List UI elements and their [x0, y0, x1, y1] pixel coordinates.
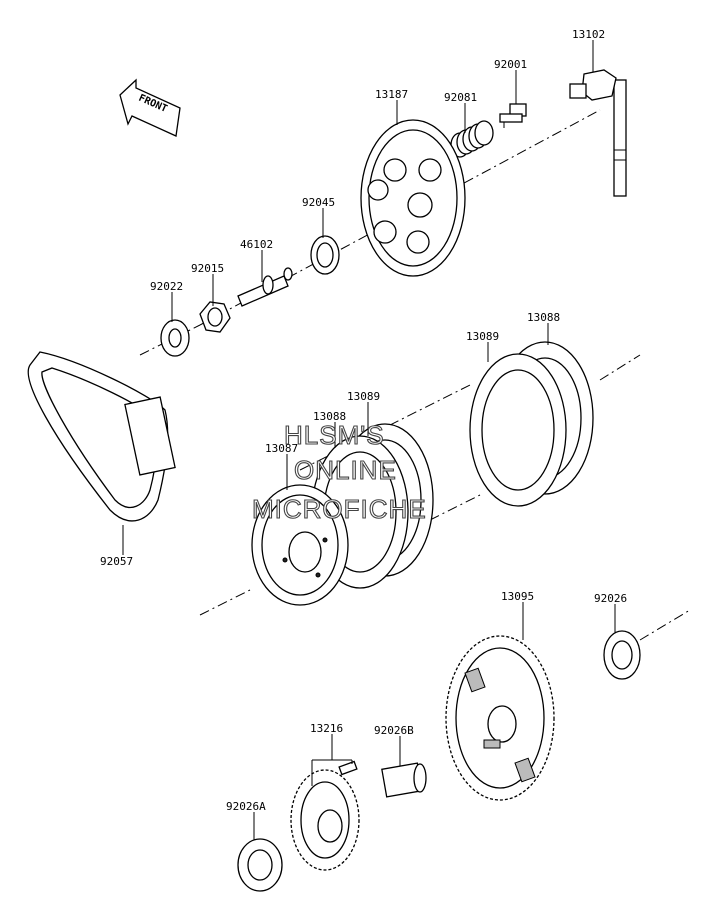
- steel-plate-13089-right: [469, 353, 567, 507]
- bearing-92045: [310, 235, 340, 275]
- callout-13095: 13095: [501, 590, 534, 603]
- callout-92022: 92022: [150, 280, 183, 293]
- spring-92081: [450, 120, 494, 158]
- push-rod-46102: [237, 267, 293, 307]
- callout-92045: 92045: [302, 196, 335, 209]
- clutch-hub-13087: [251, 484, 349, 606]
- callout-92015: 92015: [191, 262, 224, 275]
- watermark-line-3: MICROFICHE: [252, 494, 427, 524]
- callout-46102: 46102: [240, 238, 273, 251]
- clutch-housing-13095: [445, 635, 555, 801]
- callout-13088-right: 13088: [527, 311, 560, 324]
- callout-13088-left: 13088: [313, 410, 346, 423]
- callout-92026: 92026: [594, 592, 627, 605]
- callout-92081: 92081: [444, 91, 477, 104]
- release-shaft-13102: [569, 69, 627, 197]
- callout-13187: 13187: [375, 88, 408, 101]
- callout-92057: 92057: [100, 555, 133, 568]
- callout-13089-right: 13089: [466, 330, 499, 343]
- callout-13089-left: 13089: [347, 390, 380, 403]
- watermark-line-1: HLSM'S: [284, 420, 385, 450]
- callout-92026A: 92026A: [226, 800, 266, 813]
- pin-13216: [338, 760, 358, 776]
- callout-13102: 13102: [572, 28, 605, 41]
- leader-lines: [122, 40, 616, 840]
- callout-92026B: 92026B: [374, 724, 414, 737]
- bolt-92001: [499, 103, 527, 128]
- front-arrow: FRONT: [119, 78, 181, 137]
- callout-13216: 13216: [310, 722, 343, 735]
- pressure-plate-13187: [360, 119, 466, 277]
- washer-92022: [160, 319, 190, 357]
- gear-13216: [290, 769, 360, 871]
- collar-92026B: [381, 762, 427, 798]
- watermark-line-2: ONLINE: [294, 455, 397, 485]
- chain-92057: [27, 351, 176, 522]
- washer-92026: [603, 630, 641, 680]
- callout-92001: 92001: [494, 58, 527, 71]
- watermark: HLSM'S ONLINE MICROFICHE: [251, 419, 427, 524]
- callout-13087: 13087: [265, 442, 298, 455]
- washer-92026A: [237, 838, 283, 892]
- nut-92015: [199, 301, 231, 333]
